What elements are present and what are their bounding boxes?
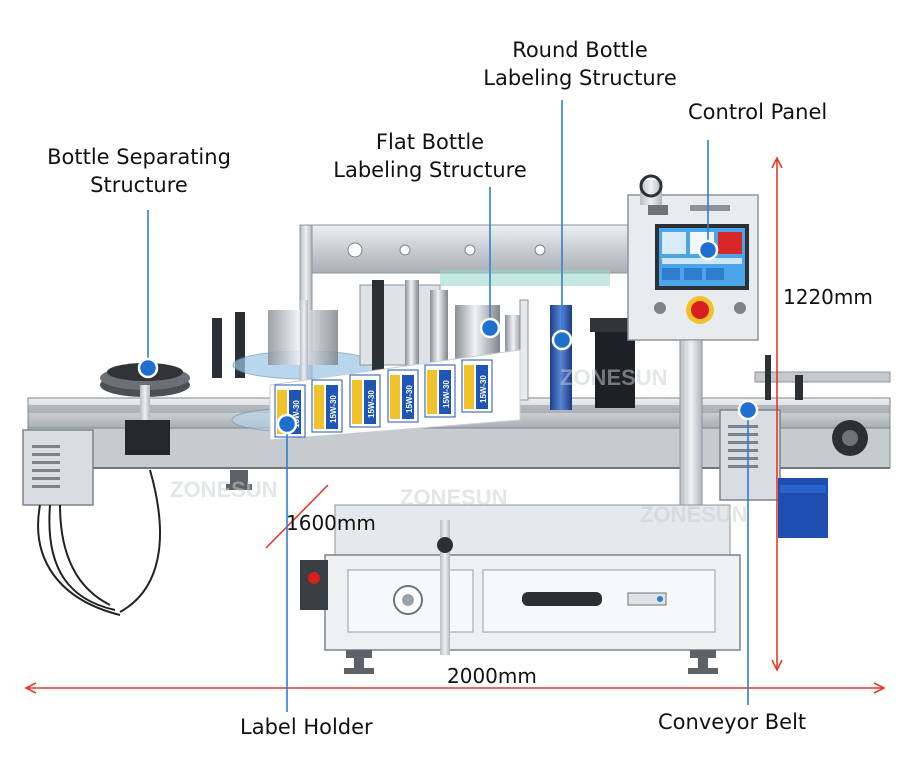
watermark-text: ZONESUN (560, 365, 668, 390)
callout-dot-control-panel (697, 239, 719, 261)
control-tower (627, 174, 759, 546)
label-flat-bottle: Flat Bottle Labeling Structure (320, 128, 540, 184)
callout-dot-flat-bottle (479, 317, 501, 339)
watermark-text: ZONESUN (640, 502, 748, 527)
label-tile: 15W-30 (387, 369, 419, 423)
conveyor-right-end (719, 355, 891, 538)
label-tile-text: 15W-30 (442, 380, 451, 408)
label-bottle-separating-line1: Bottle Separating (47, 145, 231, 169)
dimension-width: 1600mm (286, 511, 376, 535)
left-electrical-box (22, 429, 94, 506)
watermark-text: ZONESUN (170, 477, 278, 502)
label-round-bottle-line2: Labeling Structure (483, 66, 677, 90)
callout-dot-label-holder (276, 413, 298, 435)
label-tile-text: 15W-30 (329, 395, 338, 423)
height-arrow-top (771, 156, 783, 169)
label-tile-text: 15W-30 (405, 385, 414, 413)
watermark-text: ZONESUN (400, 485, 508, 510)
callout-dot-bottle-separator (137, 357, 159, 379)
label-bottle-separating-line2: Structure (90, 173, 188, 197)
label-tile: 15W-30 (349, 374, 381, 428)
label-flat-bottle-line1: Flat Bottle (375, 130, 485, 154)
label-round-bottle: Round Bottle Labeling Structure (470, 36, 690, 92)
label-tile: 15W-30 (311, 379, 343, 433)
length-arrow-left (24, 682, 37, 694)
label-bottle-separating: Bottle Separating Structure (24, 143, 254, 199)
callouts (137, 100, 759, 712)
dimension-height: 1220mm (783, 285, 873, 309)
label-label-holder: Label Holder (240, 715, 373, 739)
dimension-length: 2000mm (447, 664, 537, 688)
height-arrow-bottom (771, 659, 783, 672)
label-tile-text: 15W-30 (292, 400, 301, 428)
feet (226, 470, 718, 674)
label-tile-text: 15W-30 (367, 390, 376, 418)
label-round-bottle-line1: Round Bottle (512, 38, 648, 62)
watermarks: ZONESUN ZONESUN ZONESUN ZONESUN (170, 365, 748, 527)
label-tile-text: 15W-30 (479, 375, 488, 403)
label-control-panel: Control Panel (688, 100, 828, 124)
dimension-lines (24, 156, 886, 694)
base-cabinet (300, 504, 741, 655)
label-flat-bottle-line2: Labeling Structure (333, 158, 527, 182)
callout-dot-conveyor-belt (737, 399, 759, 421)
label-strip: 15W-30 15W-30 15W-30 15W-30 15W-30 15W-30 (269, 349, 521, 441)
callout-dot-round-bottle (551, 329, 573, 351)
label-tile: 15W-30 (461, 359, 493, 413)
length-arrow-right (873, 682, 886, 694)
cables-left (37, 469, 161, 616)
label-tile: 15W-30 (424, 364, 456, 418)
label-conveyor-belt: Conveyor Belt (658, 710, 807, 734)
width-dimension-line (265, 484, 329, 549)
